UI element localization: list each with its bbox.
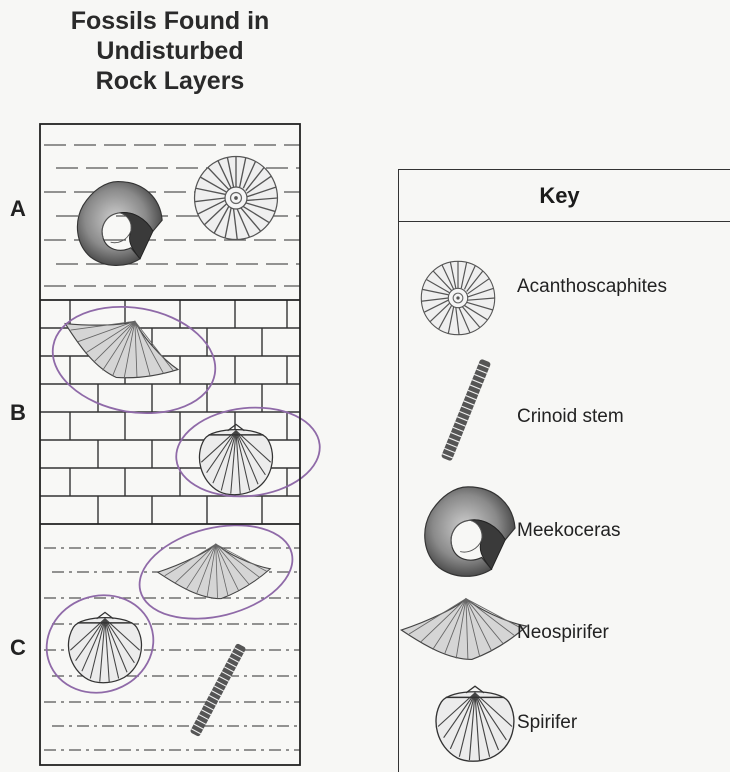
key-label-spirifer: Spirifer (517, 712, 577, 734)
acanthoscaphites-fossil-icon (195, 157, 278, 240)
layer-a (40, 124, 300, 300)
layer-c (33, 510, 302, 765)
layer-b (40, 295, 324, 524)
key-label-neospirifer: Neospirifer (517, 622, 609, 644)
key-label-acanthoscaphites: Acanthoscaphites (517, 276, 667, 298)
key-title: Key (399, 170, 730, 222)
key-box: Key Acanthoscaphites Crinoid stem Meekoc… (398, 169, 730, 772)
key-label-crinoid-stem: Crinoid stem (517, 406, 624, 428)
spirifer-fossil-icon (68, 612, 141, 682)
key-label-meekoceras: Meekoceras (517, 520, 621, 542)
spirifer-fossil-icon (199, 424, 272, 494)
